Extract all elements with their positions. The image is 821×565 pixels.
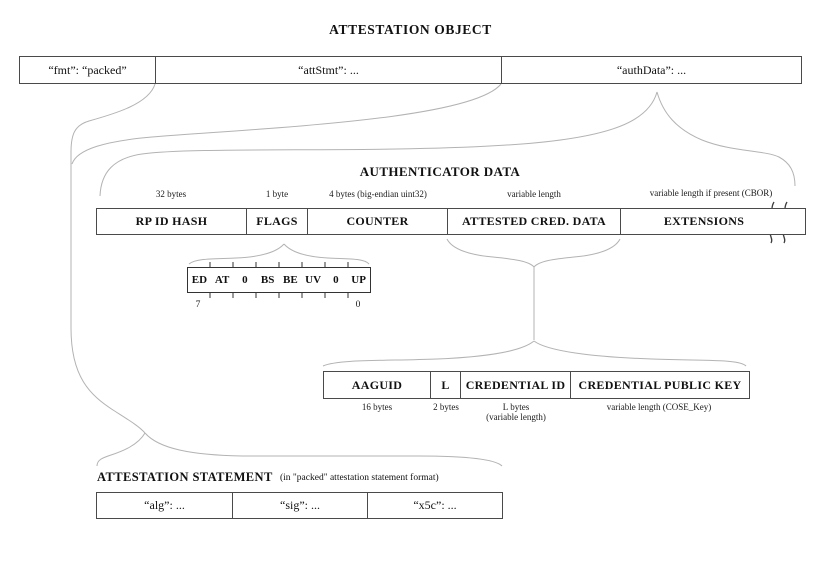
bit-be: BE — [283, 274, 298, 286]
extensions-field: EXTENSIONS — [663, 214, 745, 228]
bit-at: AT — [214, 274, 230, 286]
bit-uv: UV — [305, 274, 322, 286]
authdata-field: “authData”: ... — [616, 62, 687, 77]
credential-id-size-note: (variable length) — [486, 412, 546, 422]
alg-field: “alg”: ... — [97, 493, 233, 518]
attestation-object-box: “fmt”: “packed” “attStmt”: ... “authData… — [19, 56, 802, 84]
length-size: 2 bytes — [433, 402, 459, 412]
fmt-field: “fmt”: “packed” — [20, 57, 156, 83]
bit-rfu2: 0 — [242, 274, 248, 286]
credential-public-key-field: CREDENTIAL PUBLIC KEY — [578, 377, 742, 392]
credential-id-size: L bytes — [502, 402, 530, 412]
bit-rfu1: 0 — [333, 274, 339, 286]
rp-id-hash-field: RP ID HASH — [97, 209, 247, 234]
attested-cred-data-field: ATTESTED CRED. DATA — [448, 209, 621, 234]
bit-index-msb: 7 — [195, 300, 201, 310]
aaguid-field: AAGUID — [324, 372, 431, 398]
bit-bs: BS — [260, 274, 275, 286]
credential-public-key-size: variable length (COSE_Key) — [606, 402, 712, 412]
bit-up: UP — [351, 274, 366, 286]
bit-ed: ED — [191, 274, 208, 286]
sig-field: “sig”: ... — [233, 493, 368, 518]
extensions-size: variable length if present (CBOR) — [649, 188, 773, 198]
flags-field: FLAGS — [247, 209, 308, 234]
authenticator-data-title: AUTHENTICATOR DATA — [359, 164, 521, 179]
attestation-statement-subtitle: (in "packed" attestation statement forma… — [280, 473, 439, 483]
attested-credential-data-box: AAGUID L CREDENTIAL ID CREDENTIAL PUBLIC… — [323, 371, 750, 399]
counter-field: COUNTER — [308, 209, 448, 234]
rp-id-hash-size: 32 bytes — [155, 189, 187, 199]
attestation-statement-title: ATTESTATION STATEMENT — [97, 470, 273, 484]
length-field: L — [431, 372, 461, 398]
flags-bits-box: ED AT 0 BS BE UV 0 UP — [187, 267, 371, 293]
attested-cred-data-size: variable length — [507, 189, 561, 199]
x5c-field: “x5c”: ... — [413, 498, 457, 512]
counter-size: 4 bytes (big-endian uint32) — [329, 189, 427, 199]
attestation-statement-box: “alg”: ... “sig”: ... “x5c”: ... — [96, 492, 503, 519]
flags-size: 1 byte — [265, 189, 289, 199]
attstmt-field: “attStmt”: ... — [156, 57, 502, 83]
bit-index-lsb: 0 — [355, 300, 361, 310]
page-title: ATTESTATION OBJECT — [329, 22, 492, 37]
aaguid-size: 16 bytes — [361, 402, 393, 412]
credential-id-field: CREDENTIAL ID — [461, 372, 571, 398]
authenticator-data-box: RP ID HASH FLAGS COUNTER ATTESTED CRED. … — [96, 208, 806, 235]
